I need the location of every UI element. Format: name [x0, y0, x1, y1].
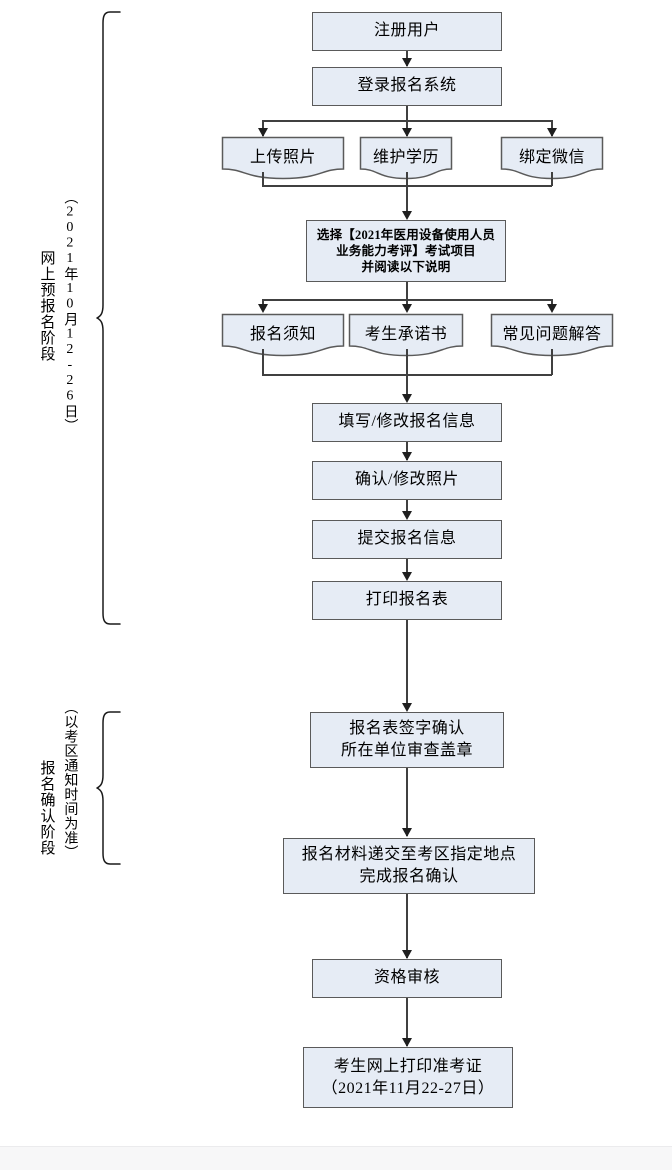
node-qualification-review[interactable]: 资格审核 [312, 959, 502, 998]
connector-submit-materials-to-review [406, 894, 408, 958]
node-candidate-commitment-label: 考生承诺书 [364, 326, 448, 343]
node-candidate-commitment[interactable]: 考生承诺书 [348, 313, 464, 357]
arrow-to-sign-and-seal [402, 703, 412, 712]
arrow-to-bind-wechat [547, 128, 557, 137]
connector-upload-photo-down [262, 172, 264, 186]
connector-registration-notice-down [262, 349, 264, 375]
node-upload-photo[interactable]: 上传照片 [221, 136, 345, 180]
arrow-to-registration-notice [258, 304, 268, 313]
node-print-admission-ticket[interactable]: 考生网上打印准考证 （2021年11月22-27日） [303, 1047, 513, 1108]
arrow-to-print-admission-ticket [402, 1038, 412, 1047]
node-submit-info[interactable]: 提交报名信息 [312, 520, 502, 559]
page-footer-band [0, 1146, 672, 1170]
connector-sign-to-submit-materials [406, 768, 408, 836]
node-submit-materials[interactable]: 报名材料递交至考区指定地点 完成报名确认 [283, 838, 535, 894]
node-maintain-education[interactable]: 维护学历 [359, 136, 453, 180]
connector-print-form-to-sign [406, 620, 408, 710]
arrow-to-candidate-commitment [402, 304, 412, 313]
node-sign-and-seal[interactable]: 报名表签字确认 所在单位审查盖章 [310, 712, 504, 768]
connector-login-to-bus [406, 106, 408, 121]
arrow-register-to-login [402, 58, 412, 67]
connector-review-to-admission-ticket [406, 998, 408, 1046]
node-bind-wechat[interactable]: 绑定微信 [500, 136, 604, 180]
arrow-to-submit-materials [402, 828, 412, 837]
arrow-to-submit-info [402, 511, 412, 520]
node-bind-wechat-label: 绑定微信 [518, 149, 585, 166]
connector-submit-to-print-form [406, 559, 408, 579]
connector-fill-to-confirm-photo [406, 442, 408, 460]
connector-faq-down [551, 349, 553, 375]
connector-bind-wechat-down [551, 172, 553, 186]
connector-row1-to-select-exam [406, 172, 408, 217]
stage-2-date-label: （以考区通知时间为准） [62, 700, 78, 860]
node-fill-info[interactable]: 填写/修改报名信息 [312, 403, 502, 442]
stage-2-name-label: 报名确认阶段 [38, 760, 55, 856]
node-faq[interactable]: 常见问题解答 [490, 313, 614, 357]
node-registration-notice[interactable]: 报名须知 [221, 313, 345, 357]
node-upload-photo-label: 上传照片 [249, 149, 316, 166]
stage-1-date-label: （2021年10月12-26日） [62, 190, 78, 433]
stage-1-name-label: 网上预报名阶段 [38, 250, 55, 362]
arrow-to-maintain-education [402, 128, 412, 137]
stage-brace-registration-confirmation [96, 710, 122, 866]
connector-select-exam-to-bus [406, 282, 408, 300]
node-select-exam[interactable]: 选择【2021年医用设备使用人员 业务能力考评】考试项目 并阅读以下说明 [306, 220, 506, 282]
arrow-to-qualification-review [402, 950, 412, 959]
node-maintain-education-label: 维护学历 [372, 149, 439, 166]
node-faq-label: 常见问题解答 [502, 326, 602, 343]
arrow-to-upload-photo [258, 128, 268, 137]
node-login-system[interactable]: 登录报名系统 [312, 67, 502, 106]
arrow-to-select-exam [402, 211, 412, 220]
arrow-to-fill-info [402, 394, 412, 403]
connector-row2-to-fill-info [406, 349, 408, 401]
connector-confirm-to-submit-info [406, 500, 408, 518]
node-registration-notice-label: 报名须知 [249, 326, 316, 343]
arrow-to-print-form [402, 572, 412, 581]
node-confirm-photo[interactable]: 确认/修改照片 [312, 461, 502, 500]
arrow-to-confirm-photo [402, 452, 412, 461]
stage-brace-online-pre-registration [96, 10, 122, 626]
node-print-form[interactable]: 打印报名表 [312, 581, 502, 620]
node-register-user[interactable]: 注册用户 [312, 12, 502, 51]
arrow-to-faq [547, 304, 557, 313]
